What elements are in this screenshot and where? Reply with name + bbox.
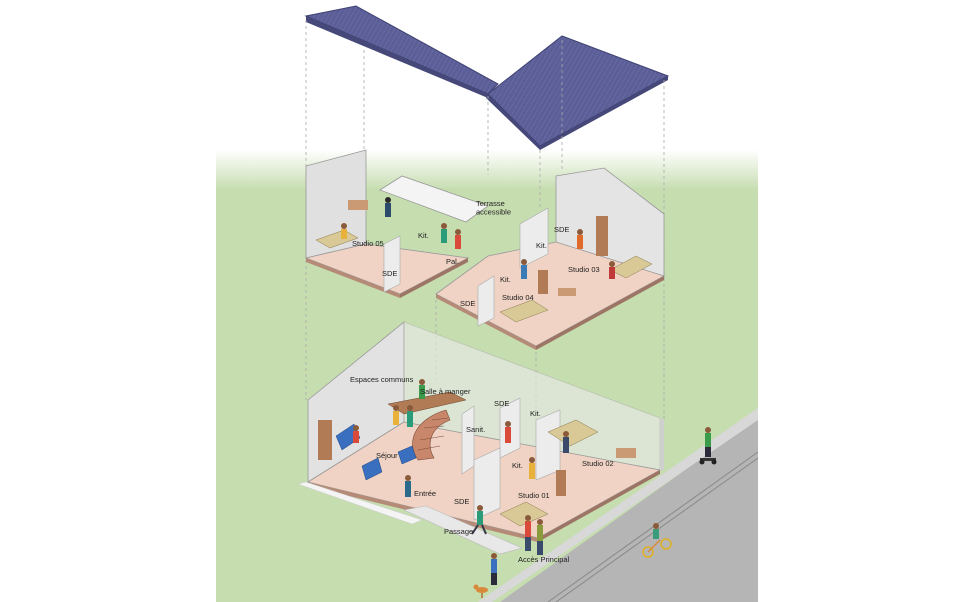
label-sde-1: SDE: [382, 269, 397, 278]
person-icon: [525, 515, 531, 551]
person-icon: [471, 505, 487, 535]
bed-icon: [547, 419, 599, 447]
person-icon: [491, 553, 497, 585]
person-icon: [407, 405, 413, 427]
person-icon: [419, 379, 425, 399]
label-espaces-communs: Espaces communs: [350, 375, 414, 384]
person-icon: [609, 261, 615, 279]
bookshelf-icon: [538, 270, 548, 294]
bookshelf-icon: [596, 216, 608, 256]
label-kit-1: Kit.: [418, 231, 429, 240]
label-palier: Pal.: [446, 257, 459, 266]
person-icon: [563, 431, 569, 453]
ground-floor-labels: Espaces communs Salle à manger SDE Kit. …: [350, 375, 614, 564]
label-kit-3: Kit.: [500, 275, 511, 284]
person-icon: [521, 259, 527, 279]
person-icon: [577, 229, 583, 249]
label-studio04: Studio 04: [502, 293, 534, 302]
cyclist-icon: [642, 523, 672, 558]
label-salle-a-manger: Salle à manger: [420, 387, 471, 396]
label-line: accessible: [476, 208, 511, 217]
label-studio02: Studio 02: [582, 459, 614, 468]
label-studio05: Studio 05: [352, 239, 384, 248]
bookshelf-icon: [556, 470, 566, 496]
person-icon: [455, 229, 461, 249]
bookshelf-icon: [318, 420, 332, 460]
person-icon: [529, 457, 535, 479]
label-acces-principal: Accès Principal: [518, 555, 570, 564]
label-sanit: Sanit.: [466, 425, 485, 434]
label-kit-g1: Kit.: [530, 409, 541, 418]
person-icon: [393, 405, 399, 425]
label-sde-3: SDE: [460, 299, 475, 308]
upper-floor: [304, 149, 666, 350]
person-icon: [341, 223, 347, 239]
sofa-icon: [335, 423, 361, 451]
ground-floor: [306, 321, 664, 542]
entrance-path: [297, 481, 523, 555]
bed-icon: [499, 501, 549, 527]
person-icon: [353, 425, 359, 443]
person-icon: [385, 197, 391, 217]
label-sde-g1: SDE: [494, 399, 509, 408]
person-icon: [505, 421, 511, 443]
dog-icon: [473, 584, 488, 598]
sofa-icon: [397, 445, 417, 465]
label-kit-2: Kit.: [536, 241, 547, 250]
roof-icon: [304, 5, 670, 150]
stair-icon: [412, 409, 451, 461]
bed-icon: [499, 299, 549, 323]
person-icon: [537, 519, 543, 555]
sofa-icon: [361, 457, 383, 481]
person-icon: [441, 223, 447, 243]
label-terrasse: Terrasse: [476, 199, 505, 208]
label-passage: Passage: [444, 527, 473, 536]
label-studio03: Studio 03: [568, 265, 600, 274]
label-entree: Entrée: [414, 489, 436, 498]
segway-rider-icon: [699, 427, 717, 465]
label-sejour: Séjour: [376, 451, 398, 460]
label-sde-2: SDE: [554, 225, 569, 234]
label-sde-g2: SDE: [454, 497, 469, 506]
person-icon: [405, 475, 411, 497]
label-studio01: Studio 01: [518, 491, 550, 500]
bed-icon: [315, 229, 359, 249]
bed-icon: [609, 255, 653, 279]
label-kit-g2: Kit.: [512, 461, 523, 470]
